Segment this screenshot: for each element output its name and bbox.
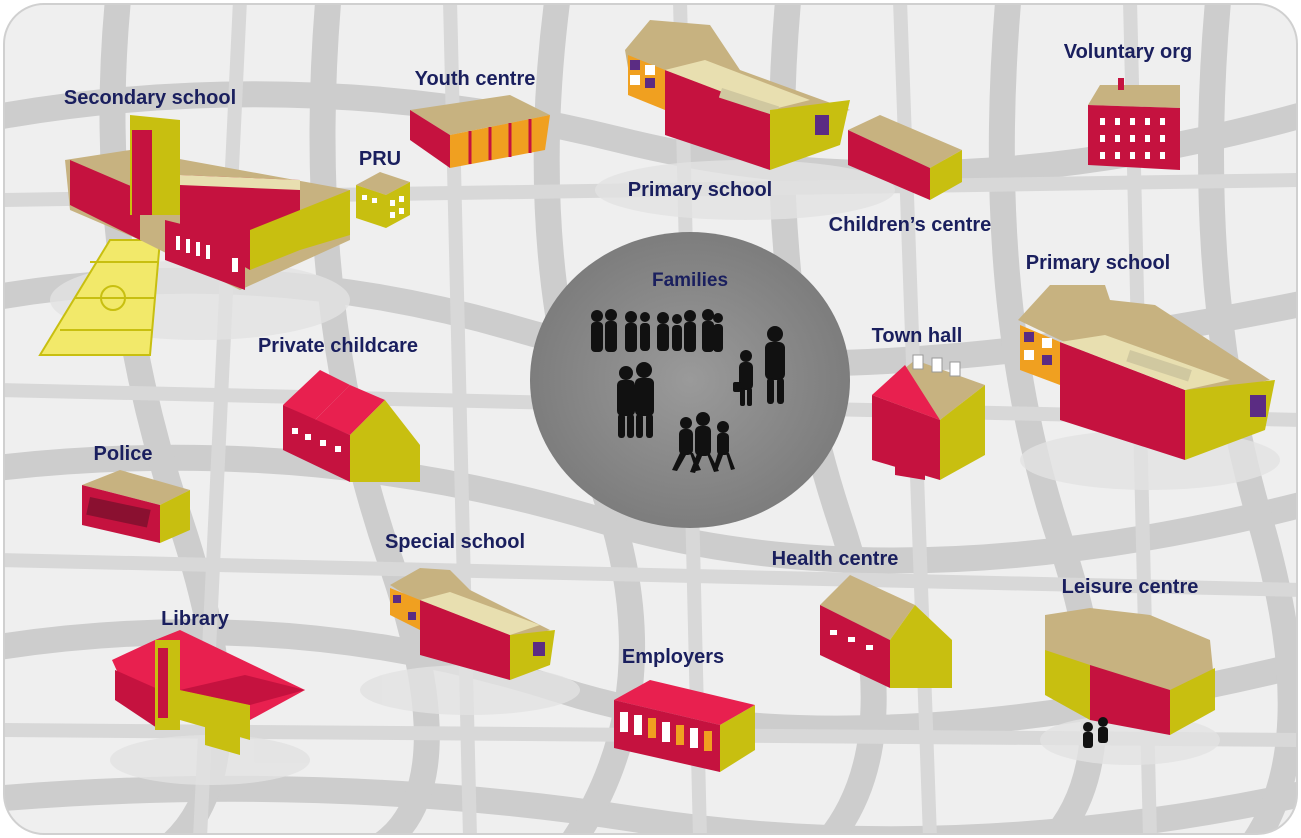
voluntary-org-building — [1088, 78, 1180, 170]
place-labels: Secondary school Youth centre PRU Primar… — [64, 41, 1199, 668]
label-youth-centre: Youth centre — [415, 68, 536, 90]
label-primary-school-top: Primary school — [628, 179, 773, 201]
leisure-centre-building — [1045, 608, 1215, 748]
label-library: Library — [161, 608, 230, 630]
secondary-school-building — [38, 115, 350, 356]
special-school-building — [390, 568, 555, 680]
label-private-childcare: Private childcare — [258, 335, 418, 357]
pru-building — [356, 172, 410, 228]
group-top-people — [591, 309, 723, 352]
map-frame — [3, 3, 1298, 835]
library-building — [112, 630, 305, 755]
health-centre-building — [820, 575, 952, 688]
families-label: Families — [652, 270, 728, 291]
label-voluntary-org: Voluntary org — [1064, 41, 1193, 63]
curved-wing — [70, 160, 140, 240]
label-childrens-centre: Children’s centre — [829, 214, 992, 236]
label-employers: Employers — [622, 646, 724, 668]
parent-and-child — [733, 326, 785, 406]
families-hub: Families — [530, 232, 850, 528]
label-secondary-school: Secondary school — [64, 87, 236, 109]
label-special-school: Special school — [385, 531, 525, 553]
private-childcare-building — [283, 370, 420, 482]
employers-building — [614, 680, 755, 772]
childrens-centre-building — [848, 115, 962, 200]
families-circle — [530, 232, 850, 528]
label-leisure-centre: Leisure centre — [1062, 576, 1199, 598]
label-police: Police — [94, 443, 153, 465]
label-town-hall: Town hall — [872, 325, 963, 347]
walking-group — [672, 412, 735, 473]
people-silhouettes — [591, 309, 785, 473]
police-building — [82, 470, 190, 543]
couple — [617, 362, 654, 438]
label-health-centre: Health centre — [772, 548, 899, 570]
youth-centre-building — [410, 95, 550, 168]
primary-school-right-building — [1018, 285, 1275, 460]
primary-school-top-building — [625, 20, 850, 170]
town-hall-building — [872, 354, 985, 480]
label-primary-school-right: Primary school — [1026, 252, 1171, 274]
label-pru: PRU — [359, 148, 401, 170]
